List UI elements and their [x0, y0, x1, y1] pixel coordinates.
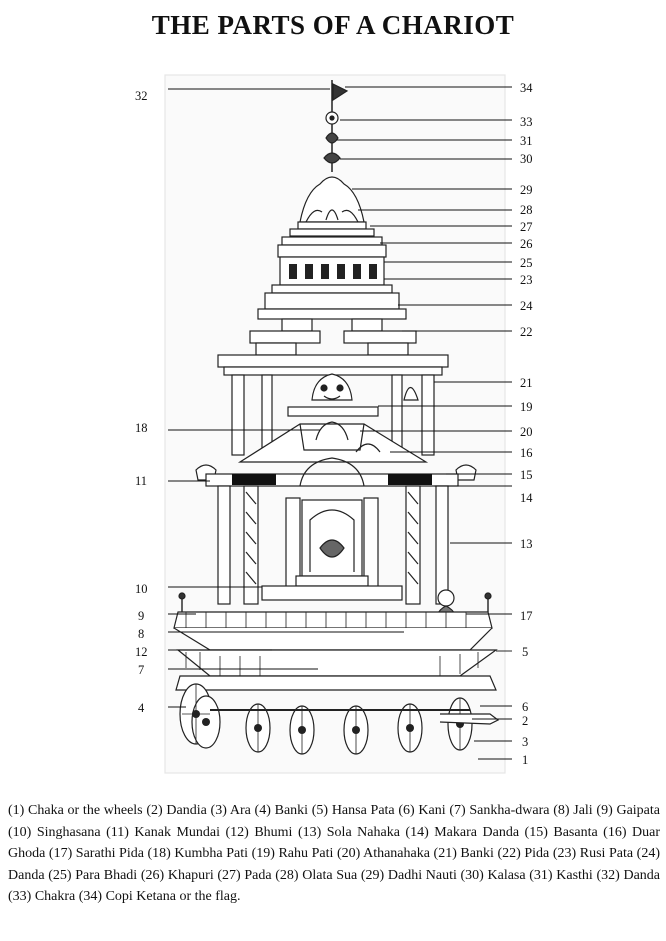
callout-1: 1: [522, 753, 529, 767]
callout-22: 22: [520, 325, 533, 339]
callout-25: 25: [520, 256, 533, 270]
callout-15: 15: [520, 468, 533, 482]
callout-23: 23: [520, 273, 533, 287]
callout-8: 8: [138, 627, 145, 641]
chariot-diagram: [164, 74, 512, 774]
callout-12: 12: [135, 645, 148, 659]
callout-20: 20: [520, 425, 533, 439]
callout-31: 31: [520, 134, 533, 148]
callout-30: 30: [520, 152, 533, 166]
page-title: THE PARTS OF A CHARIOT: [151, 10, 515, 40]
callout-14: 14: [520, 491, 533, 505]
callout-4: 4: [138, 701, 145, 715]
callout-27: 27: [520, 220, 533, 234]
callout-32: 32: [135, 89, 148, 103]
callout-2: 2: [522, 714, 529, 728]
callout-5: 5: [522, 645, 529, 659]
callout-10: 10: [135, 582, 148, 596]
parts-legend: (1) Chaka or the wheels (2) Dandia (3) A…: [8, 803, 660, 904]
callout-11: 11: [135, 474, 148, 488]
callout-29: 29: [520, 183, 533, 197]
callout-16: 16: [520, 446, 533, 460]
callout-18: 18: [135, 421, 148, 435]
callout-24: 24: [520, 299, 533, 313]
callout-19: 19: [520, 400, 533, 414]
callout-17: 17: [520, 609, 533, 623]
callout-3: 3: [522, 735, 529, 749]
callout-21: 21: [520, 376, 533, 390]
callout-28: 28: [520, 203, 533, 217]
callout-13: 13: [520, 537, 533, 551]
callout-9: 9: [138, 609, 145, 623]
callout-7: 7: [138, 663, 145, 677]
callout-34: 34: [520, 81, 533, 95]
callout-33: 33: [520, 115, 533, 129]
callout-6: 6: [522, 700, 529, 714]
callout-26: 26: [520, 237, 533, 251]
